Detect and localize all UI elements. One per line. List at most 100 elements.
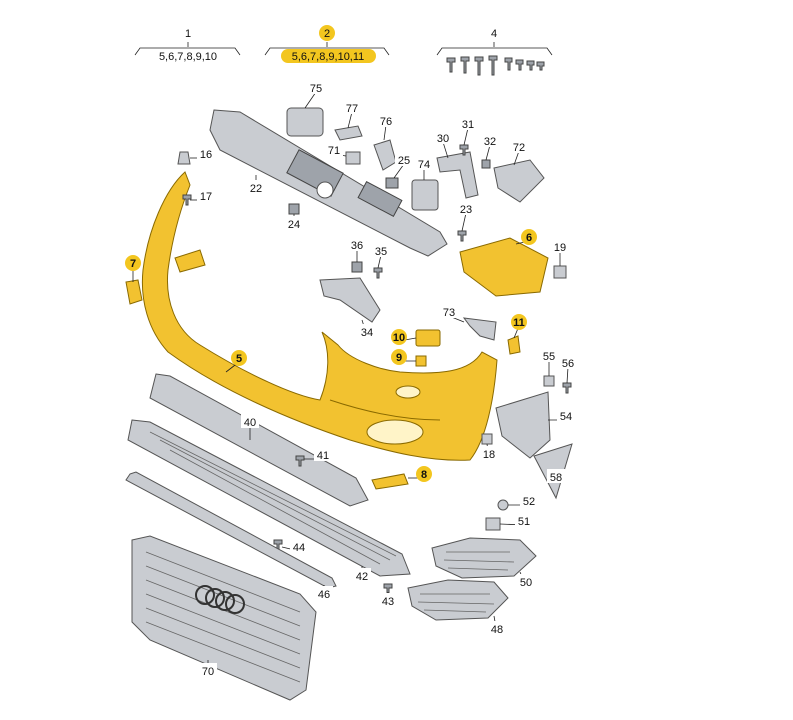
callout-43: 43 [379, 592, 397, 608]
callout-highlight-6 [521, 229, 537, 245]
bracket-30 [436, 151, 479, 199]
callout-bg-46 [315, 586, 333, 600]
callout-bg-19 [551, 239, 569, 253]
callout-number-48: 48 [491, 624, 503, 636]
fog-grille-50 [431, 537, 537, 579]
trim-piece-7 [125, 279, 143, 305]
callout-41: 41 [304, 447, 332, 462]
group-1-items: 5,6,7,8,9,10 [159, 51, 217, 63]
callout-bg-70 [199, 663, 217, 677]
callout-bg-41 [314, 447, 332, 461]
callout-48: 48 [488, 615, 506, 636]
group-2-number-badge [319, 25, 335, 41]
callout-leader-31 [463, 127, 469, 146]
sensor-bracket-left [174, 249, 206, 273]
callout-number-44: 44 [293, 542, 305, 554]
callout-number-72: 72 [513, 142, 525, 154]
fog-light-opening [366, 419, 424, 445]
callout-leader-72 [513, 150, 520, 166]
callout-number-36: 36 [351, 240, 363, 252]
callout-leader-23 [461, 212, 467, 232]
callout-34: 34 [358, 319, 376, 339]
callout-leader-76 [383, 124, 387, 141]
callout-leader-32 [485, 144, 491, 161]
callout-bg-31 [459, 116, 477, 130]
callout-number-52: 52 [523, 496, 535, 508]
callout-40: 40 [241, 414, 259, 440]
callout-56: 56 [559, 355, 577, 384]
nut-32 [481, 159, 491, 169]
callout-32: 32 [481, 133, 499, 161]
callout-number-30: 30 [437, 133, 449, 145]
callout-18: 18 [480, 443, 498, 461]
clip-71 [345, 151, 361, 165]
callout-bg-18 [480, 446, 498, 460]
callout-number-16: 16 [200, 149, 212, 161]
callout-bg-51 [515, 513, 533, 527]
callout-number-50: 50 [520, 577, 532, 589]
callout-highlight-7 [125, 255, 141, 271]
bracket-73 [462, 317, 497, 341]
callout-number-71: 71 [328, 145, 340, 157]
callout-36: 36 [348, 237, 366, 262]
clip-36 [351, 261, 363, 273]
callout-8: 8 [408, 466, 432, 482]
callout-number-41: 41 [317, 450, 329, 462]
clip-55 [543, 375, 555, 387]
callout-17: 17 [190, 188, 215, 203]
callout-number-17: 17 [200, 191, 212, 203]
callout-44: 44 [281, 539, 308, 554]
callout-leader-30 [442, 141, 449, 159]
lower-grille-strip-44 [127, 419, 411, 577]
screw-41 [295, 455, 305, 467]
callout-bg-35 [372, 243, 390, 257]
bracket-6 [459, 237, 549, 297]
sensor-housing-74 [411, 179, 439, 211]
bracket-72 [493, 159, 545, 203]
air-guide-54 [495, 391, 551, 459]
fog-grille-48 [407, 579, 509, 621]
callout-bg-42 [353, 568, 371, 582]
callout-number-70: 70 [202, 666, 214, 678]
callout-bg-22 [247, 180, 265, 194]
bracket-77 [334, 125, 363, 141]
callout-number-8: 8 [421, 469, 427, 481]
callout-number-35: 35 [375, 246, 387, 258]
callout-10: 10 [391, 329, 417, 345]
callout-number-25: 25 [398, 155, 410, 167]
clip-51 [485, 517, 501, 531]
callout-30: 30 [434, 130, 452, 159]
group-1-number: 1 [185, 28, 191, 40]
callout-bg-52 [520, 493, 538, 507]
callout-bg-76 [377, 113, 395, 127]
callout-70: 70 [199, 660, 217, 678]
callout-bg-74 [415, 156, 433, 170]
callout-5: 5 [225, 350, 247, 373]
callout-bg-32 [481, 133, 499, 147]
callout-bg-71 [325, 142, 343, 156]
callout-number-42: 42 [356, 571, 368, 583]
callout-bg-56 [559, 355, 577, 369]
clip-11 [507, 335, 521, 355]
clip-52 [497, 499, 509, 511]
callout-54: 54 [548, 408, 575, 423]
callout-46: 46 [315, 585, 333, 601]
callout-highlight-8 [416, 466, 432, 482]
callout-number-56: 56 [562, 358, 574, 370]
group-2-number: 2 [324, 28, 330, 40]
callout-bg-43 [379, 593, 397, 607]
tow-eye-opening [395, 385, 421, 399]
screw-35 [373, 267, 383, 279]
screw-17 [182, 194, 192, 206]
callout-number-10: 10 [393, 332, 405, 344]
callout-75: 75 [304, 80, 325, 109]
callout-leader-35 [377, 254, 382, 269]
callout-16: 16 [190, 146, 215, 161]
callout-number-58: 58 [550, 472, 562, 484]
clip-18 [481, 433, 493, 445]
callout-73: 73 [440, 304, 465, 323]
clip-25 [385, 177, 399, 189]
group-header-4: 4 [436, 28, 553, 76]
callout-highlight-11 [511, 314, 527, 330]
